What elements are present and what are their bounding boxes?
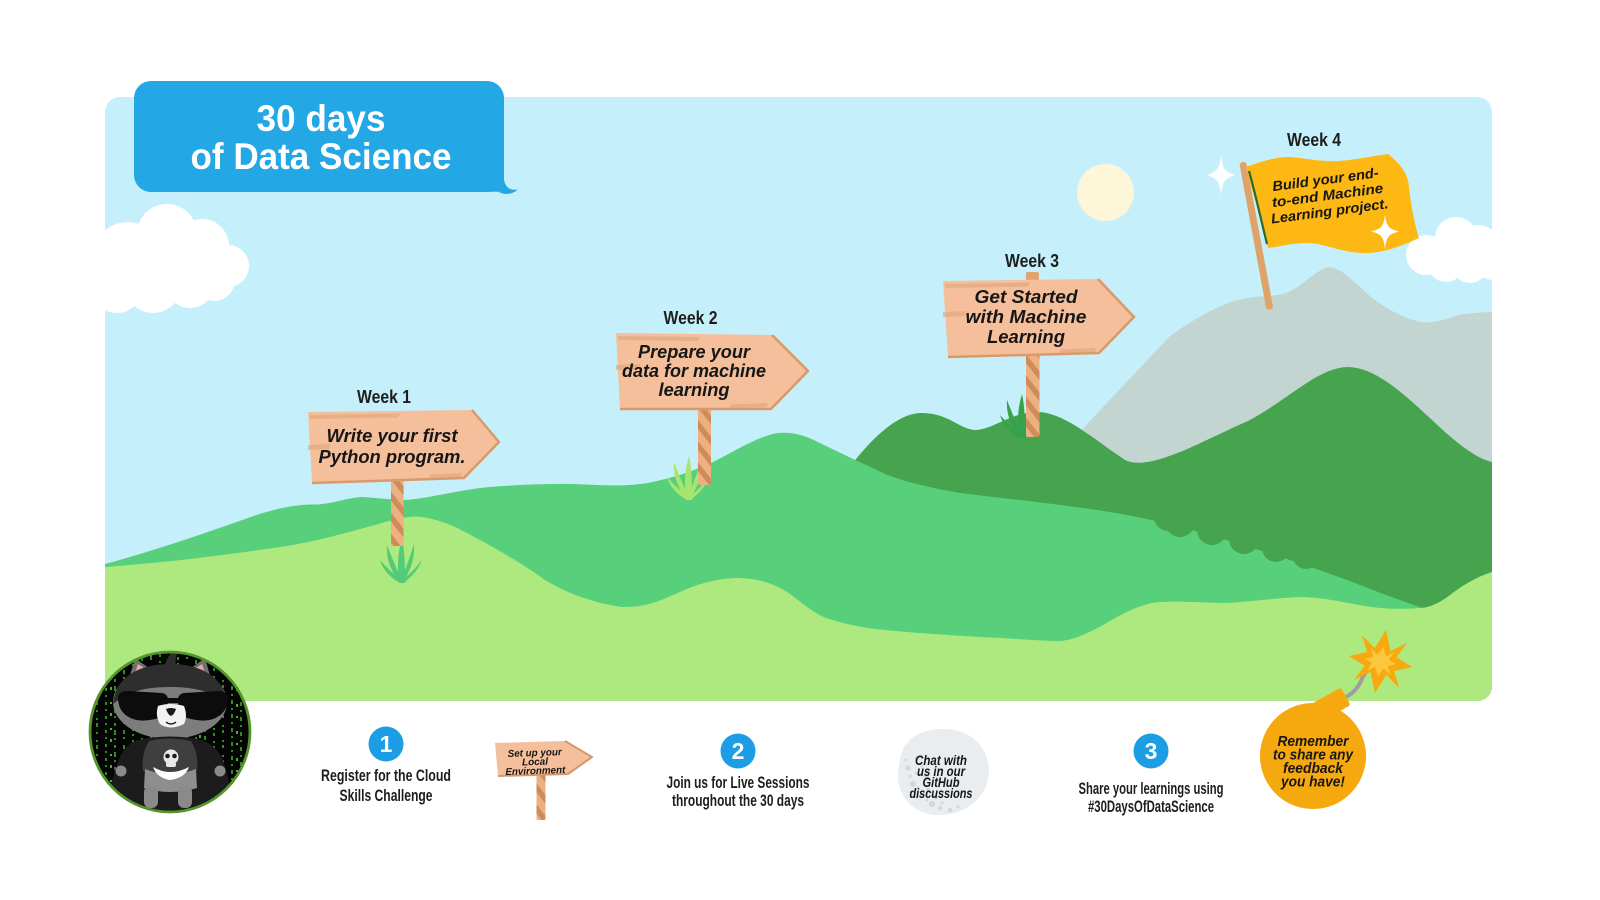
svg-text:3: 3 [1145, 738, 1158, 764]
svg-text:data for machine: data for machine [622, 360, 766, 381]
svg-text:Week 2: Week 2 [664, 307, 718, 328]
svg-text:1: 1 [380, 731, 393, 757]
svg-text:GitHub: GitHub [923, 775, 960, 790]
svg-text:you have!: you have! [1280, 775, 1345, 791]
svg-text:Learning: Learning [987, 326, 1065, 347]
svg-text:Share your learnings using: Share your learnings using [1079, 780, 1224, 798]
svg-text:Set up your: Set up your [508, 747, 563, 760]
svg-text:Prepare your: Prepare your [638, 341, 752, 362]
svg-text:Week 1: Week 1 [357, 386, 411, 407]
svg-text:Skills Challenge: Skills Challenge [340, 787, 433, 805]
svg-text:Week 4: Week 4 [1287, 129, 1342, 150]
svg-text:Remember: Remember [1278, 734, 1350, 750]
svg-text:Week 3: Week 3 [1005, 250, 1059, 271]
svg-text:Register for the Cloud: Register for the Cloud [321, 767, 451, 785]
svg-text:discussions: discussions [910, 786, 973, 801]
svg-text:with Machine: with Machine [966, 306, 1087, 327]
svg-text:Chat with: Chat with [915, 753, 967, 768]
svg-text:Join us for Live Sessions: Join us for Live Sessions [667, 774, 810, 792]
svg-text:30 days: 30 days [257, 98, 386, 139]
svg-text:learning: learning [659, 379, 730, 400]
svg-text:Python program.: Python program. [319, 446, 466, 467]
svg-text:of Data Science: of Data Science [191, 136, 452, 177]
svg-text:us in our: us in our [917, 764, 966, 779]
svg-text:feedback: feedback [1283, 761, 1344, 777]
svg-text:2: 2 [732, 738, 745, 764]
svg-text:to share any: to share any [1273, 748, 1354, 764]
svg-text:Get Started: Get Started [975, 286, 1079, 307]
svg-text:Local: Local [522, 757, 549, 769]
svg-text:#30DaysOfDataScience: #30DaysOfDataScience [1088, 798, 1214, 816]
svg-text:throughout the 30 days: throughout the 30 days [672, 792, 804, 810]
svg-text:Environment: Environment [505, 765, 566, 778]
svg-text:Write your first: Write your first [327, 425, 459, 446]
